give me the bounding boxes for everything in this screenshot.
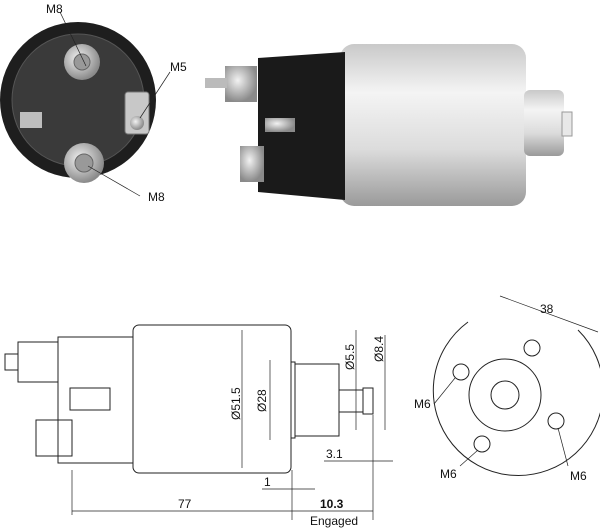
label-m8-bottom: M8 bbox=[148, 190, 165, 204]
dim-tip-length: 3.1 bbox=[326, 447, 343, 461]
leader-m8-bottom bbox=[87, 165, 141, 197]
photo-terminal-m5 bbox=[265, 118, 295, 132]
photo-side-view bbox=[205, 44, 573, 206]
end-boss bbox=[468, 358, 542, 432]
leader-m8-top bbox=[59, 11, 87, 67]
drawing-side-view: Ø51.5 Ø28 Ø5.5 Ø8.4 3.1 1 77 10.3 Engage… bbox=[4, 324, 393, 528]
hole-top-right bbox=[523, 339, 541, 357]
cap-outline bbox=[57, 336, 134, 464]
end-bore bbox=[490, 380, 520, 410]
plunger bbox=[524, 90, 564, 156]
leader-m6-right bbox=[557, 427, 569, 467]
terminal-m5-outline bbox=[69, 387, 111, 411]
plunger-tip bbox=[561, 111, 573, 137]
label-m6-bottom-left: M6 bbox=[440, 467, 457, 481]
shaft-outline bbox=[338, 389, 364, 413]
flange bbox=[290, 361, 296, 439]
solenoid-body bbox=[340, 44, 526, 206]
photo-end-view: M8 M5 M8 bbox=[0, 2, 187, 204]
photo-terminal-bottom bbox=[240, 146, 264, 182]
photo-terminal-top bbox=[225, 66, 257, 102]
photo-stud-top bbox=[205, 78, 227, 88]
drawing-end-view: 38 M6 M6 M6 bbox=[414, 295, 600, 483]
dim-engaged-label: Engaged bbox=[310, 514, 358, 528]
dim-engaged-stroke: 10.3 bbox=[320, 497, 344, 511]
dim-flange-diameter: Ø28 bbox=[255, 389, 269, 412]
stud-top bbox=[4, 353, 19, 371]
hole-bottom-left bbox=[473, 435, 491, 453]
leader-m6-bottom bbox=[459, 449, 479, 467]
terminal-bottom-outline bbox=[35, 419, 73, 457]
label-m6-top-left: M6 bbox=[414, 397, 431, 411]
label-m5: M5 bbox=[170, 60, 187, 74]
dim-body-length: 77 bbox=[178, 497, 192, 511]
hole-top-left bbox=[452, 363, 470, 381]
dim-bolt-spacing: 38 bbox=[540, 302, 554, 316]
end-outline bbox=[432, 321, 600, 477]
dim-line-38 bbox=[499, 295, 599, 333]
cap-black bbox=[258, 52, 345, 200]
terminal-m5-stud bbox=[130, 116, 144, 130]
label-m8-top: M8 bbox=[46, 2, 63, 16]
terminal-m8-bottom-stud bbox=[74, 153, 94, 173]
terminal-top-outline bbox=[17, 341, 59, 383]
dim-gap: 1 bbox=[264, 475, 271, 489]
terminal-m8-top-stud bbox=[73, 53, 91, 71]
bracket bbox=[20, 112, 42, 128]
plunger-outline bbox=[294, 363, 340, 437]
tip-outline bbox=[362, 387, 374, 415]
dim-body-diameter: Ø51.5 bbox=[229, 387, 243, 420]
leader-m5 bbox=[139, 71, 171, 119]
dim-shaft-diameter: Ø5.5 bbox=[343, 344, 357, 370]
dim-tip-diameter: Ø8.4 bbox=[372, 336, 386, 362]
label-m6-right: M6 bbox=[570, 469, 587, 483]
leader-m6-top bbox=[433, 377, 456, 405]
hole-right bbox=[547, 412, 565, 430]
